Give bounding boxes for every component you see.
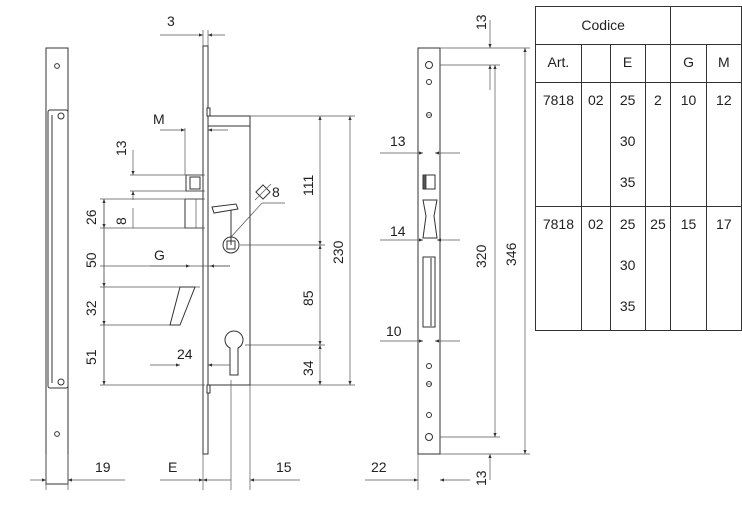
- table-title-text: Codice: [581, 17, 625, 33]
- dimension-lines: [30, 20, 530, 490]
- table-row: 7818 02 25 30 35 25 15 17: [535, 206, 742, 331]
- row1-e1: 25: [619, 92, 636, 108]
- row1-x: 2: [654, 92, 662, 108]
- row2-g: 15: [680, 216, 697, 232]
- dim-13-front: 13: [390, 133, 406, 149]
- dim-e: E: [168, 459, 177, 475]
- dim-34: 34: [300, 360, 316, 376]
- table-title-blank: [670, 6, 742, 45]
- row1-code: 02: [587, 92, 604, 108]
- row2-m: 17: [716, 216, 732, 232]
- dim-111: 111: [300, 175, 316, 196]
- dim-32: 32: [83, 300, 99, 316]
- header-blank-1: [580, 44, 611, 83]
- dim-320: 320: [473, 244, 489, 268]
- front-view-faceplate: [417, 47, 441, 455]
- header-m: M: [705, 44, 742, 83]
- row2-e2: 30: [619, 257, 636, 273]
- dim-14: 14: [390, 223, 406, 239]
- table-row: 7818 02 25 30 35 2 10 12: [535, 82, 742, 207]
- dim-22: 22: [371, 459, 387, 475]
- dim-230: 230: [330, 240, 346, 264]
- row1-m: 12: [716, 92, 732, 108]
- dim-13-top: 13: [473, 14, 489, 30]
- header-art: Art.: [535, 44, 582, 83]
- dim-8: 8: [113, 217, 129, 225]
- dimension-labels: 3 M 13 26 8 50 G 32 24 51 19 E 15 111 23…: [83, 13, 519, 486]
- dim-19: 19: [95, 459, 111, 475]
- row1-art: 7818: [542, 92, 574, 108]
- dim-13-bottom: 13: [473, 470, 489, 486]
- dim-10: 10: [386, 323, 402, 339]
- row1-e3: 35: [619, 174, 636, 190]
- dim-26: 26: [83, 209, 99, 225]
- dim-3: 3: [167, 13, 175, 29]
- row2-code: 02: [587, 216, 604, 232]
- dim-51: 51: [83, 349, 99, 365]
- lock-body-view: [184, 45, 251, 455]
- side-view-faceplate: [45, 47, 69, 485]
- row2-art: 7818: [542, 216, 574, 232]
- dim-15: 15: [276, 459, 292, 475]
- dim-g: G: [154, 247, 165, 263]
- table-title: Codice: [534, 6, 672, 45]
- row1-e2: 30: [619, 133, 636, 149]
- row1-g: 10: [680, 92, 697, 108]
- row2-x: 25: [650, 216, 666, 232]
- dim-85: 85: [300, 290, 316, 306]
- header-g: G: [670, 44, 707, 83]
- dim-13-left: 13: [113, 140, 129, 156]
- code-table: Codice Art. E G M 7818 02 25 30 35 2 10 …: [534, 6, 742, 331]
- row2-e3: 35: [619, 298, 636, 314]
- dim-24: 24: [177, 346, 193, 362]
- header-blank-2: [644, 44, 672, 83]
- dim-50: 50: [83, 252, 99, 268]
- header-e: E: [609, 44, 646, 83]
- dim-m: M: [153, 111, 165, 127]
- dim-346: 346: [503, 242, 519, 266]
- square-spindle-8: 8: [254, 183, 280, 201]
- dim-square-8: 8: [272, 184, 280, 200]
- row2-e1: 25: [619, 216, 636, 232]
